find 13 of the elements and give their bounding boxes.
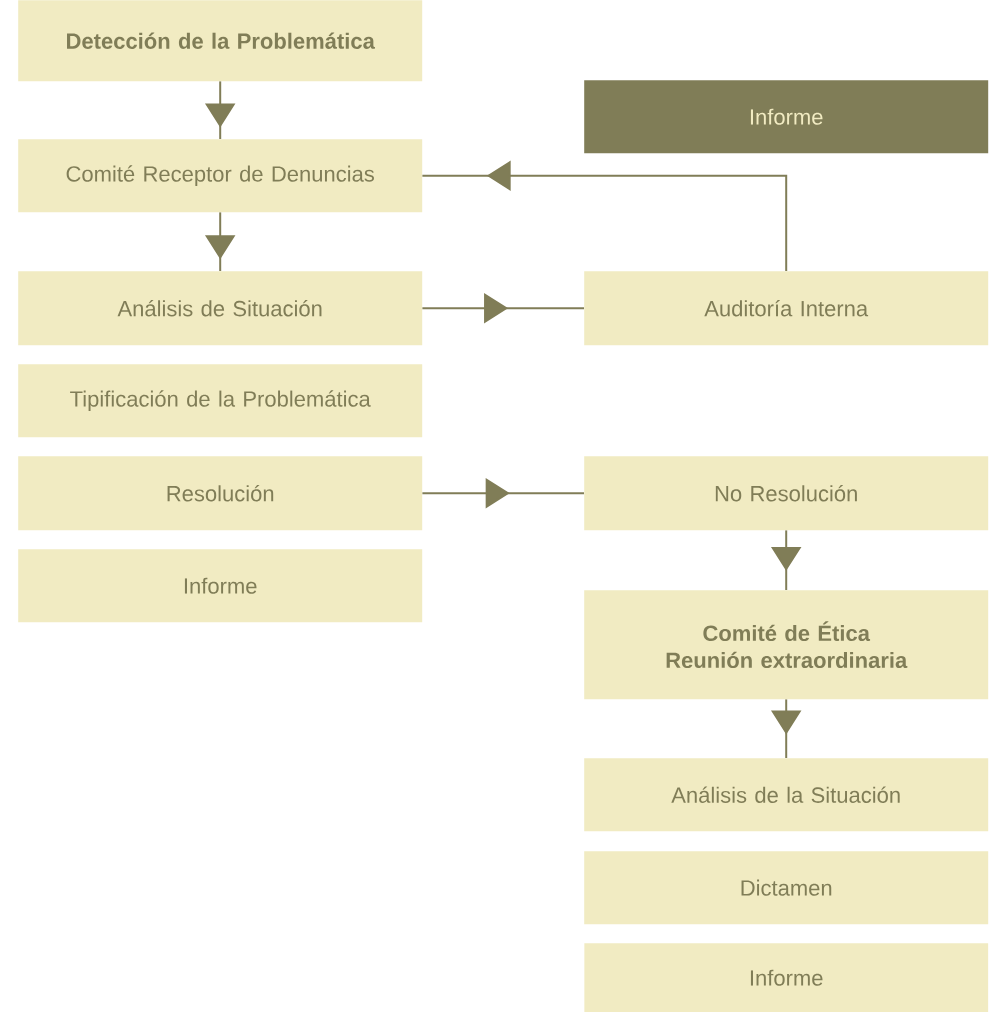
process-box: Comité de Ética Reunión extraordinaria <box>584 590 989 700</box>
process-box: Análisis de la Situación <box>584 758 989 832</box>
process-box: Informe <box>18 549 423 623</box>
process-box: No Resolución <box>584 456 989 531</box>
process-box: Dictamen <box>584 851 989 925</box>
process-box: Tipificación de la Problemática <box>18 364 423 438</box>
process-box: Informe <box>584 943 989 1012</box>
process-box: Análisis de Situación <box>18 271 423 346</box>
process-box: Comité Receptor de Denuncias <box>18 139 423 213</box>
process-box: Auditoría Interna <box>584 271 989 346</box>
process-box: Resolución <box>18 456 423 531</box>
process-box: Detección de la Problemática <box>18 0 423 82</box>
process-box: Informe <box>584 80 989 154</box>
